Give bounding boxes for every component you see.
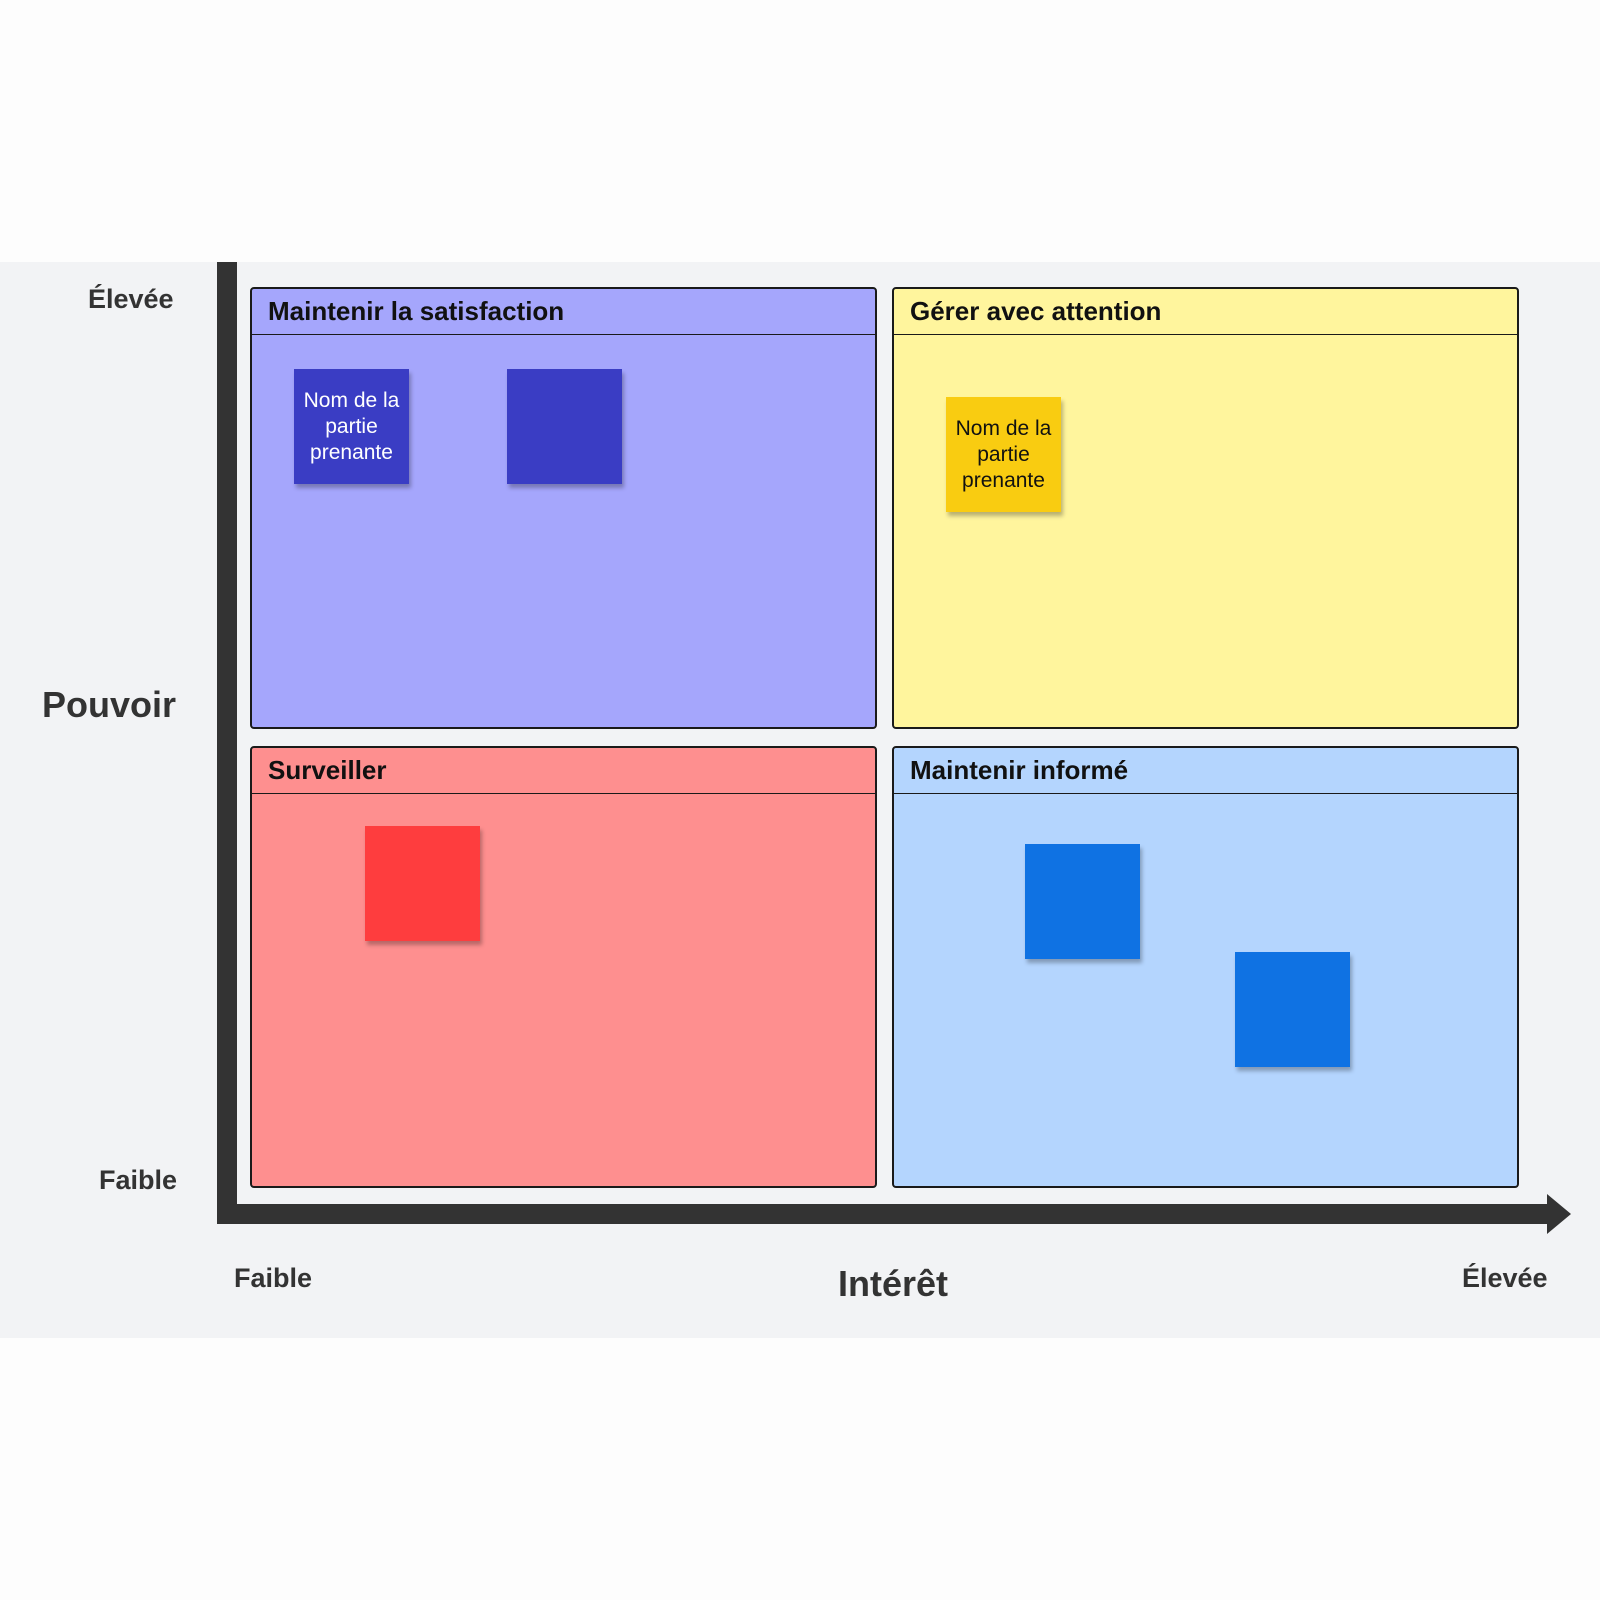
quadrant-manage-closely[interactable]: Gérer avec attention Nom de la partie pr… — [892, 287, 1519, 729]
sticky-note-text: Nom de la partie prenante — [955, 416, 1052, 492]
y-axis-title: Pouvoir — [42, 684, 177, 725]
quadrant-title: Maintenir la satisfaction — [252, 289, 875, 335]
quadrant-title: Gérer avec attention — [894, 289, 1517, 335]
sticky-note[interactable] — [1025, 844, 1140, 959]
sticky-note[interactable]: Nom de la partie prenante — [946, 397, 1061, 512]
x-axis-line — [217, 1204, 1549, 1224]
y-axis-line — [217, 262, 237, 1224]
quadrant-title: Maintenir informé — [894, 748, 1517, 794]
quadrant-title: Surveiller — [252, 748, 875, 794]
x-axis-title: Intérêt — [838, 1263, 949, 1304]
quadrant-keep-informed[interactable]: Maintenir informé — [892, 746, 1519, 1188]
y-axis-high-label: Élevée — [88, 284, 174, 314]
x-axis-high-label: Élevée — [1462, 1263, 1548, 1293]
sticky-note[interactable] — [507, 369, 622, 484]
y-axis-low-label: Faible — [99, 1165, 178, 1195]
sticky-note[interactable]: Nom de la partie prenante — [294, 369, 409, 484]
sticky-note[interactable] — [365, 826, 480, 941]
x-axis-arrow-icon — [1547, 1194, 1571, 1234]
x-axis-low-label: Faible — [234, 1263, 313, 1293]
quadrant-monitor[interactable]: Surveiller — [250, 746, 877, 1188]
sticky-note[interactable] — [1235, 952, 1350, 1067]
sticky-note-text: Nom de la partie prenante — [303, 388, 400, 464]
quadrant-keep-satisfied[interactable]: Maintenir la satisfaction Nom de la part… — [250, 287, 877, 729]
